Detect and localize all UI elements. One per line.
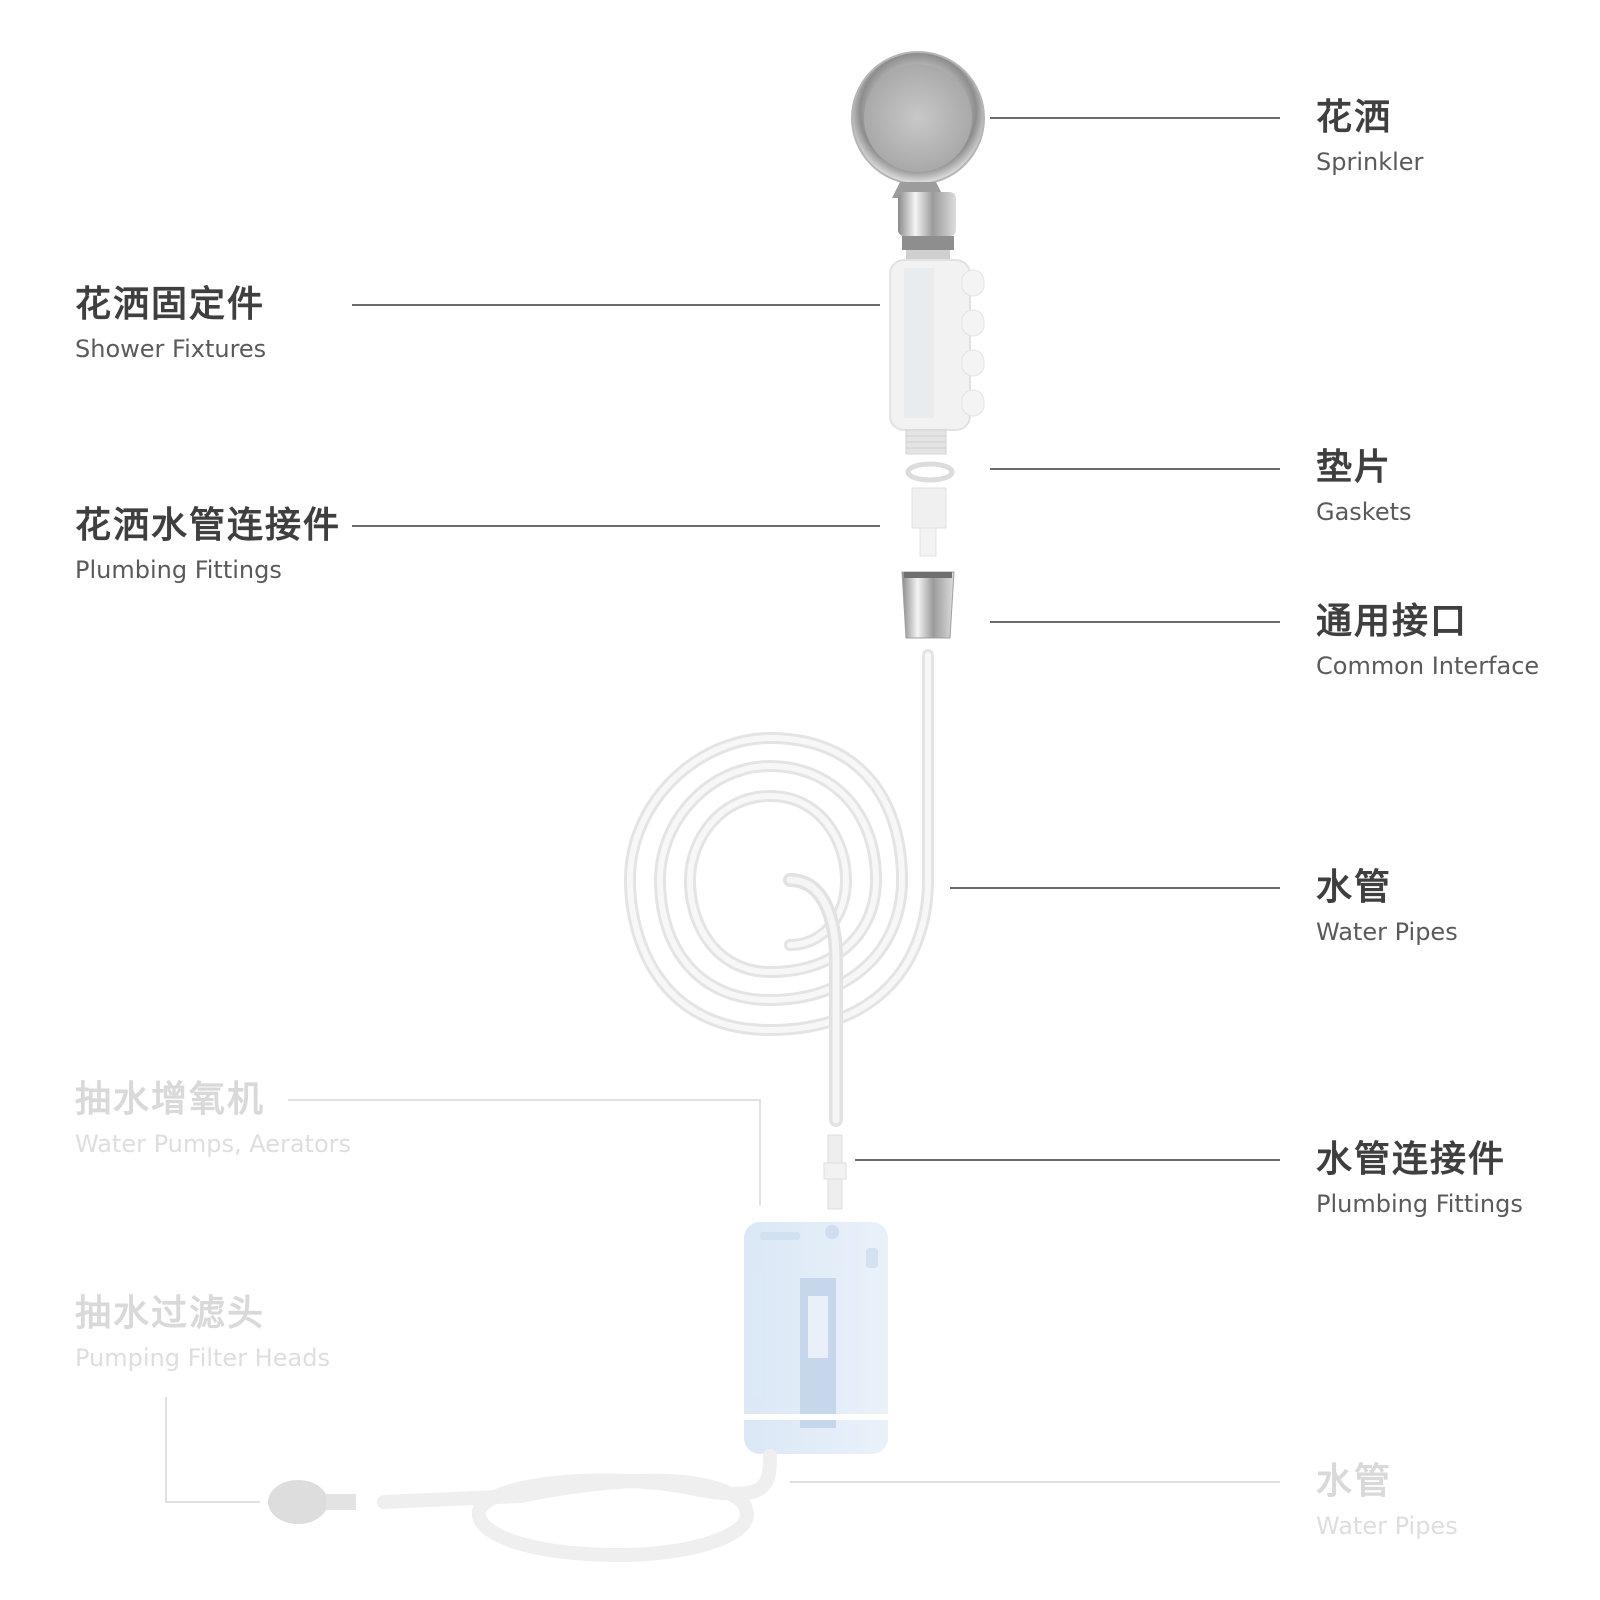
label-gaskets: 垫片 Gaskets [1316, 446, 1412, 530]
pump-subtitle: Water Pumps, Aerators [75, 1130, 352, 1158]
shower-hose-fittings-title: 花洒水管连接件 [75, 505, 342, 546]
pump-title: 抽水增氧机 [75, 1079, 266, 1120]
label-filter-head: 抽水过滤头 Pumping Filter Heads [75, 1292, 330, 1376]
label-water-pipes: 水管 Water Pipes [1316, 866, 1458, 950]
shower-hose-fittings-subtitle: Plumbing Fittings [75, 556, 282, 584]
hose-fitting-icon [911, 487, 947, 557]
shower-holder-icon [889, 259, 985, 455]
label-pipe-fittings: 水管连接件 Plumbing Fittings [1316, 1138, 1523, 1222]
lower-pipes-title: 水管 [1316, 1461, 1393, 1502]
lower-pipes-subtitle: Water Pipes [1316, 1512, 1458, 1540]
sprinkler-subtitle: Sprinkler [1316, 148, 1424, 176]
shower-fixtures-subtitle: Shower Fixtures [75, 335, 267, 363]
water-pipes-title: 水管 [1316, 867, 1393, 908]
gaskets-title: 垫片 [1316, 447, 1393, 488]
label-lower-pipes: 水管 Water Pipes [1316, 1460, 1458, 1544]
common-interface-title: 通用接口 [1316, 601, 1469, 642]
leader-lines [165, 117, 1280, 1503]
label-sprinkler: 花洒 Sprinkler [1316, 96, 1423, 180]
common-interface-subtitle: Common Interface [1316, 652, 1540, 680]
common-interface-icon [901, 571, 955, 639]
filter-head-icon [268, 1480, 356, 1524]
shower-head-icon [851, 51, 985, 260]
label-pump: 抽水增氧机 Water Pumps, Aerators [75, 1078, 351, 1162]
water-pump-icon [744, 1222, 888, 1454]
pipe-connector-icon [823, 1134, 847, 1210]
filter-head-title: 抽水过滤头 [75, 1293, 266, 1334]
sprinkler-title: 花洒 [1316, 97, 1393, 138]
pipe-fittings-subtitle: Plumbing Fittings [1316, 1190, 1523, 1218]
gasket-icon [905, 461, 955, 483]
lower-water-pipe-icon [377, 1449, 777, 1563]
label-common-interface: 通用接口 Common Interface [1316, 600, 1539, 684]
label-shower-hose-fittings: 花洒水管连接件 Plumbing Fittings [75, 504, 341, 588]
filter-head-subtitle: Pumping Filter Heads [75, 1344, 330, 1372]
water-pipe-icon [623, 649, 934, 1127]
leader-filter-head [165, 1397, 260, 1503]
pipe-fittings-title: 水管连接件 [1316, 1139, 1507, 1180]
leader-pump [288, 1099, 761, 1205]
gaskets-subtitle: Gaskets [1316, 498, 1412, 526]
shower-fixtures-title: 花洒固定件 [75, 284, 266, 325]
label-shower-fixtures: 花洒固定件 Shower Fixtures [75, 283, 266, 367]
water-pipes-subtitle: Water Pipes [1316, 918, 1458, 946]
